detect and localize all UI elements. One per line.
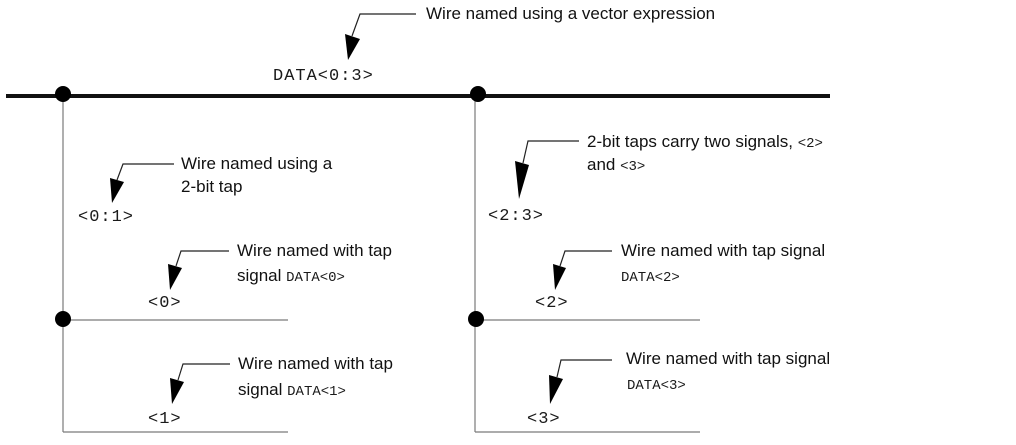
tap-3-callout-leader (556, 359, 612, 378)
bus-callout-leader (351, 13, 416, 37)
tap-1-callout-line1: Wire named with tap (238, 354, 393, 373)
tap-0-callout-line2-prefix: signal DATA<0> (237, 266, 345, 286)
right-tap-callout-line2: and <3> (587, 155, 645, 175)
tap-3-callout-code: DATA<3> (627, 378, 686, 394)
left-tap-callout-line2: 2-bit tap (181, 177, 242, 196)
tap-label-2: <2> (535, 294, 569, 313)
left-branch: <0:1> Wire named using a 2-bit tap <0> W… (55, 86, 393, 433)
left-tap-callout-leader (116, 163, 174, 181)
right-tap-label: <2:3> (488, 207, 544, 226)
right-tap-callout-leader (522, 140, 579, 164)
tap-0-callout-leader (175, 250, 229, 267)
junction-dot-2 (468, 311, 484, 327)
tap-3-callout-arrowhead-icon (549, 375, 563, 404)
left-tap-callout-arrowhead-icon (110, 178, 124, 203)
right-tap-callout-line1: 2-bit taps carry two signals, <2> (587, 132, 823, 152)
tap-0-callout-line1: Wire named with tap (237, 241, 392, 260)
bus-callout: Wire named using a vector expression (345, 4, 715, 60)
left-bus-junction-dot (55, 86, 71, 102)
tap-label-0: <0> (148, 294, 182, 313)
right-branch: <2:3> 2-bit taps carry two signals, <2> … (468, 86, 830, 433)
bus-callout-text: Wire named using a vector expression (426, 4, 715, 23)
tap-label-1: <1> (148, 410, 182, 429)
tap-1-callout-code: DATA<1> (287, 384, 346, 400)
tap-2-callout-code: DATA<2> (621, 270, 680, 286)
tap-3-callout-line1: Wire named with tap signal (626, 349, 830, 368)
right-tap-callout-code-3: <3> (620, 159, 645, 175)
tap-2-callout-leader (559, 250, 612, 267)
tap-0-callout-arrowhead-icon (168, 264, 182, 290)
bus-label: DATA<0:3> (273, 67, 374, 86)
tap-0-callout-code: DATA<0> (286, 270, 345, 286)
tap-label-3: <3> (527, 410, 561, 429)
bus-callout-arrowhead-icon (345, 34, 360, 60)
tap-1-callout-leader (177, 363, 230, 381)
right-tap-callout-arrowhead-icon (515, 161, 529, 199)
right-tap-callout-code-2: <2> (798, 136, 823, 152)
junction-dot-0 (55, 311, 71, 327)
tap-1-callout-arrowhead-icon (170, 378, 184, 404)
left-tap-label: <0:1> (78, 208, 134, 227)
tap-2-callout-line1: Wire named with tap signal (621, 241, 825, 260)
left-tap-callout-line1: Wire named using a (181, 154, 333, 173)
tap-2-callout-arrowhead-icon (553, 264, 566, 290)
right-bus-junction-dot (470, 86, 486, 102)
tap-1-callout-line2-prefix: signal DATA<1> (238, 380, 346, 400)
